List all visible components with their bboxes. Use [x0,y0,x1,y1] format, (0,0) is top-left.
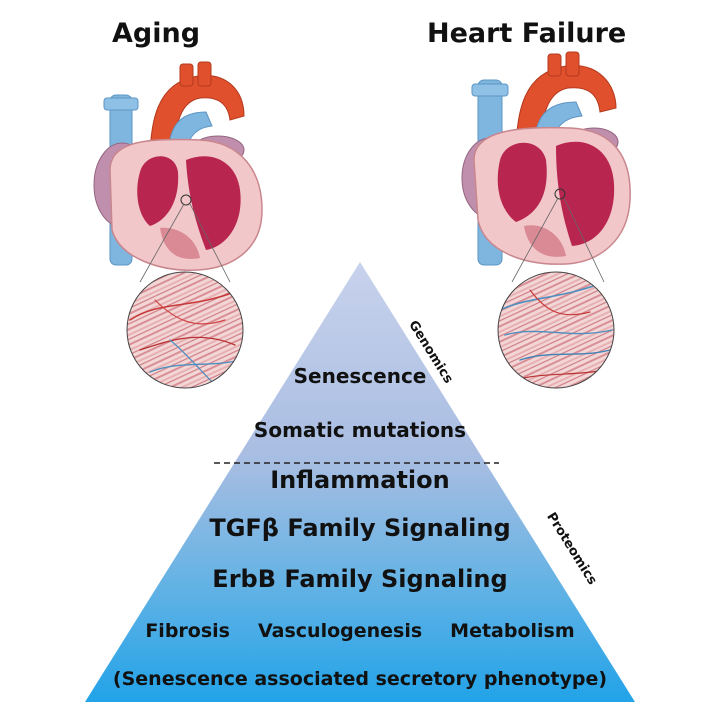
failure-tissue-icon [497,271,615,389]
aging-tissue-icon [126,271,244,389]
process-row: Fibrosis Vasculogenesis Metabolism [0,620,720,642]
somatic-mutations-text: Somatic mutations [253,418,467,442]
tgfb-signaling-text: TGFβ Family Signaling [209,514,511,542]
erbb-signaling-text: ErbB Family Signaling [212,565,508,593]
aging-title: Aging [112,18,201,49]
aging-heart-icon [93,61,263,283]
fibrosis-text: Fibrosis [145,620,230,642]
inflammation-text: Inflammation [270,466,450,494]
sasp-footer-text: (Senescence associated secretory phenoty… [112,668,608,690]
pyramid [85,262,635,702]
metabolism-text: Metabolism [450,620,575,642]
heart-failure-heart-icon [461,51,631,283]
vasculogenesis-text: Vasculogenesis [257,620,423,642]
pyramid-shape [85,262,635,702]
senescence-text: Senescence [293,364,427,388]
heart-failure-title: Heart Failure [427,18,627,49]
